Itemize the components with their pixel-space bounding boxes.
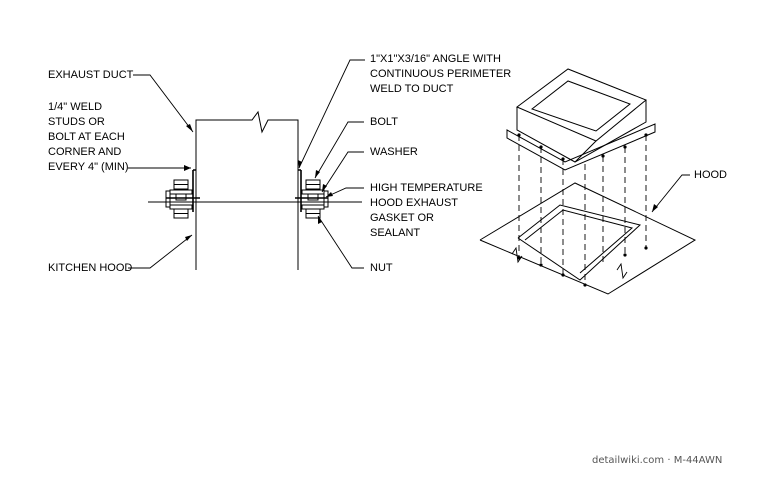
bolt-dots <box>517 133 648 287</box>
leader-hood-arrow <box>652 204 658 212</box>
duct-flange <box>506 123 656 171</box>
leader-nut <box>317 215 364 269</box>
section-leaders <box>128 59 365 269</box>
label-angle-line-2: CONTINUOUS PERIMETER <box>370 68 512 80</box>
leader-bolt <box>314 121 364 179</box>
duct-box-inner <box>530 80 632 132</box>
label-weld-studs-line-4: CORNER AND <box>48 146 122 158</box>
label-weld-studs: 1/4" WELD STUDS OR BOLT AT EACH CORNER A… <box>48 100 129 175</box>
leader-exhaust-duct <box>133 74 194 133</box>
label-angle-line-3: WELD TO DUCT <box>370 83 454 95</box>
leader-gasket <box>325 187 364 198</box>
label-weld-studs-line-1: 1/4" WELD <box>48 101 103 113</box>
leader-angle <box>298 59 365 169</box>
label-weld-studs-line-2: STUDS OR <box>48 116 105 128</box>
left-bolt-assembly <box>165 179 200 219</box>
hood-plate <box>479 182 697 295</box>
label-gasket-line-1: HIGH TEMPERATURE <box>370 182 483 194</box>
left-angle <box>192 169 196 212</box>
label-weld-studs-line-5: EVERY 4" (MIN) <box>48 161 129 173</box>
duct-outline <box>195 110 299 270</box>
section-view <box>128 59 365 270</box>
label-angle-line-1: 1"x1"x3/16" ANGLE WITH <box>370 53 501 65</box>
label-gasket-line-4: SEALANT <box>370 227 421 239</box>
section-arrowheads <box>184 124 333 241</box>
label-hood: HOOD <box>694 169 727 181</box>
watermark: detailwiki.com · M-44AWN <box>592 455 723 466</box>
label-angle: 1"x1"x3/16" ANGLE WITH CONTINUOUS PERIME… <box>370 52 511 97</box>
isometric-view <box>479 68 697 295</box>
label-kitchen-hood: KITCHEN HOOD <box>48 262 133 274</box>
hood-opening <box>517 204 642 281</box>
label-weld-studs-line-3: BOLT AT EACH <box>48 131 125 143</box>
right-bolt-assembly <box>295 179 329 219</box>
label-gasket: HIGH TEMPERATURE HOOD EXHAUST GASKET OR … <box>370 181 483 241</box>
leader-hood <box>651 174 690 213</box>
label-gasket-line-2: HOOD EXHAUST <box>370 197 459 209</box>
leader-washer <box>321 151 364 193</box>
right-angle <box>298 169 302 212</box>
bolt-projection-lines <box>518 135 647 285</box>
label-nut: NUT <box>370 262 393 274</box>
label-bolt: BOLT <box>370 116 398 128</box>
label-exhaust-duct: EXHAUST DUCT <box>48 69 134 81</box>
leader-kitchen-hood <box>128 234 193 269</box>
duct-box-sides <box>516 100 647 163</box>
label-washer: WASHER <box>370 146 418 158</box>
label-gasket-line-3: GASKET OR <box>370 212 434 224</box>
